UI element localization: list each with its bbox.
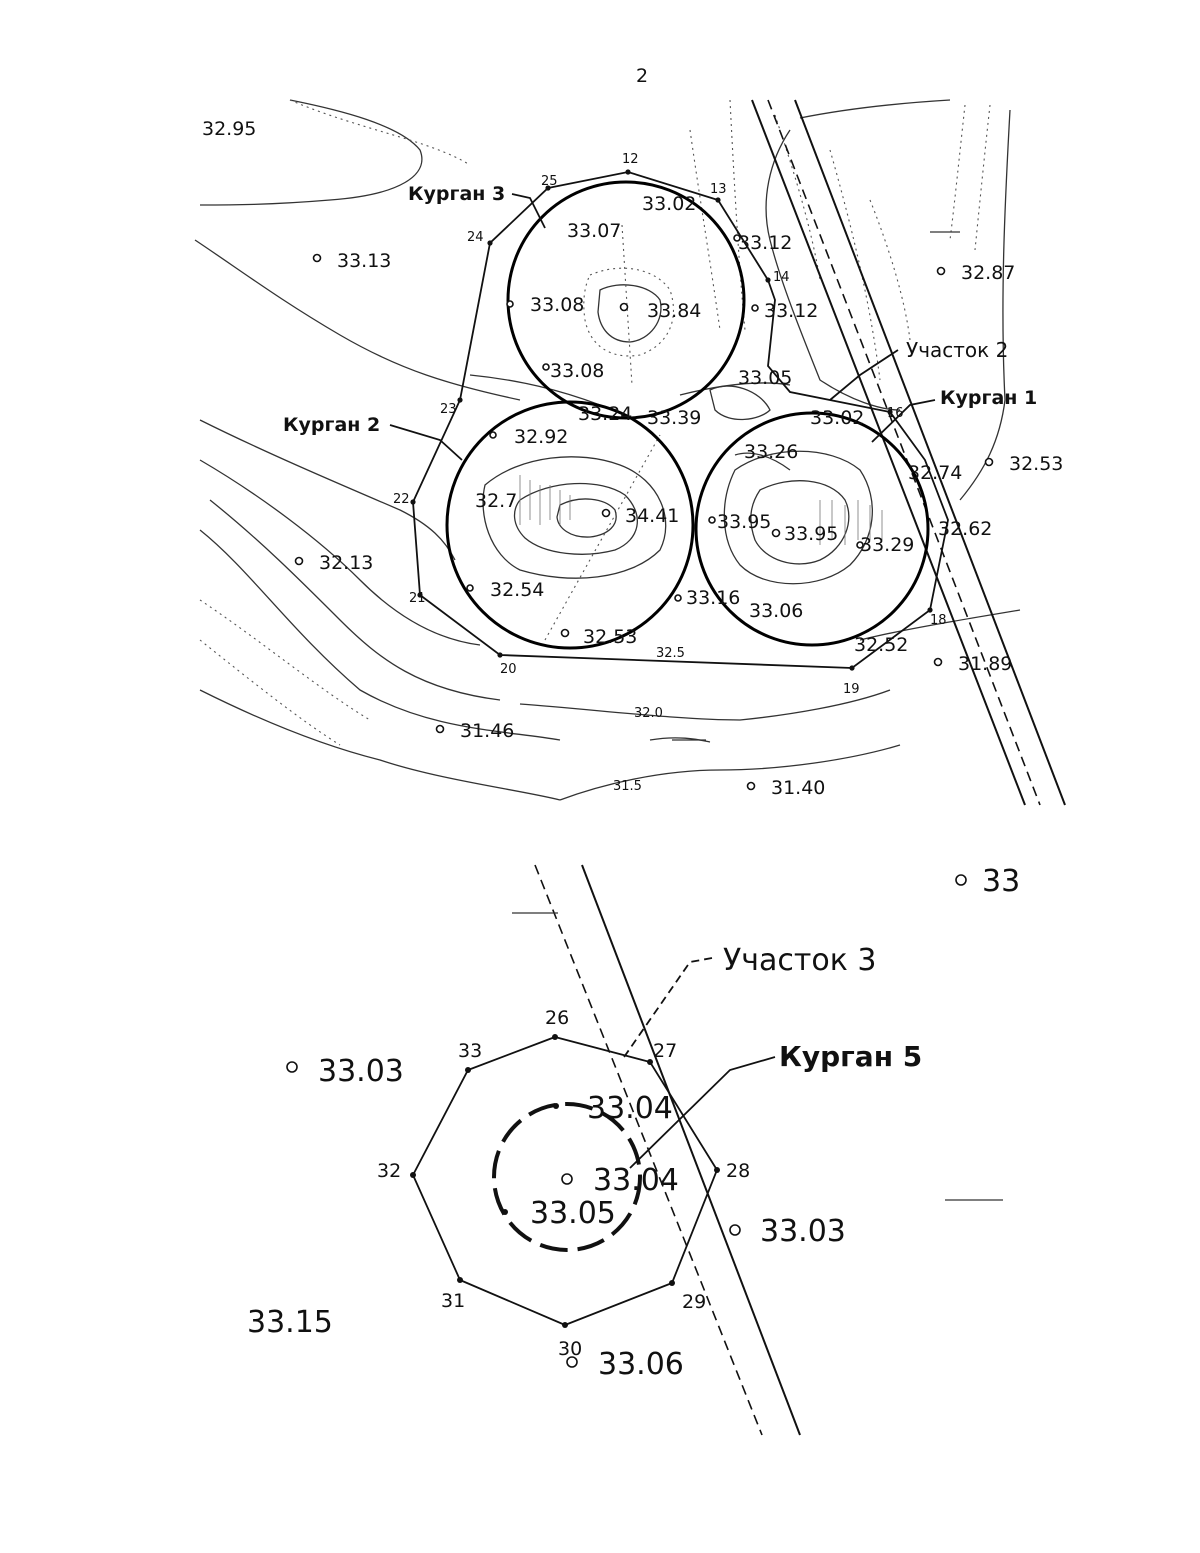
elevation-label: 32.92 xyxy=(514,426,568,448)
elevation-label: 33.05 xyxy=(738,367,792,389)
mound-axes xyxy=(544,224,661,641)
mound-1-label: Курган 1 xyxy=(940,387,1037,409)
point-number: 12 xyxy=(622,152,639,167)
point-number: 21 xyxy=(409,591,426,606)
elevation-label: 32.7 xyxy=(475,490,517,512)
elevation-label: 33.08 xyxy=(530,294,584,316)
top-map: 32.95 33.13 32.87 32.53 32.13 31.89 31.4… xyxy=(194,99,1066,806)
elevation-label: 33 xyxy=(982,864,1020,899)
point-number: 33 xyxy=(458,1040,482,1062)
elevation-label: 33.29 xyxy=(860,534,914,556)
elevation-label: 33.84 xyxy=(647,300,701,322)
elevation-label: 33.39 xyxy=(647,407,701,429)
mound-2-label: Курган 2 xyxy=(283,414,380,436)
elevation-label: 33.16 xyxy=(686,587,740,609)
elevation-label: 31.46 xyxy=(460,720,514,742)
page-number: 2 xyxy=(636,65,648,87)
elevation-label: 33.24 xyxy=(578,403,632,425)
bottom-map: 33.03 33.04 33.04 33.05 33.03 33.15 33.0… xyxy=(247,864,1020,1436)
elevation-markers xyxy=(294,234,994,791)
point-number: 30 xyxy=(558,1338,582,1360)
label-leaders-bottom xyxy=(621,957,776,1169)
point-number: 32 xyxy=(377,1160,401,1182)
elevation-markers-bottom xyxy=(286,874,967,1368)
elevation-label: 32.52 xyxy=(854,634,908,656)
elevation-label: 33.95 xyxy=(784,523,838,545)
label-leaders xyxy=(389,193,936,461)
elevation-label: 33.12 xyxy=(764,300,818,322)
elevation-label: 33.07 xyxy=(567,220,621,242)
elevation-label: 32.53 xyxy=(583,626,637,648)
elevation-label: 32.54 xyxy=(490,579,544,601)
elevation-label: 33.05 xyxy=(530,1196,616,1231)
mound-5-label: Курган 5 xyxy=(779,1040,922,1073)
elevation-label: 33.26 xyxy=(744,441,798,463)
elevation-label: 33.02 xyxy=(810,407,864,429)
elevation-label: 32.87 xyxy=(961,262,1015,284)
elevation-label: 33.02 xyxy=(642,193,696,215)
elevation-label: 33.03 xyxy=(760,1214,846,1249)
elevation-label: 33.04 xyxy=(593,1163,679,1198)
elevation-label: 33.08 xyxy=(550,360,604,382)
contour-label: 32.0 xyxy=(634,706,663,721)
point-number: 19 xyxy=(843,682,860,697)
point-number: 13 xyxy=(710,182,727,197)
elevation-label: 32.95 xyxy=(202,118,256,140)
elevation-label: 33.04 xyxy=(587,1091,673,1126)
mound-3-label: Курган 3 xyxy=(408,183,505,205)
point-number: 18 xyxy=(930,613,947,628)
boundary-vertices xyxy=(410,169,933,671)
elevation-label: 32.53 xyxy=(1009,453,1063,475)
elevation-label: 32.74 xyxy=(908,462,962,484)
point-number: 29 xyxy=(682,1291,706,1313)
road-strip xyxy=(751,99,1066,806)
elevation-label: 31.89 xyxy=(958,653,1012,675)
elevation-label: 32.13 xyxy=(319,552,373,574)
plot-3-label: Участок 3 xyxy=(723,943,876,978)
elevation-label: 33.06 xyxy=(749,600,803,622)
mound-5-circle xyxy=(492,1102,642,1252)
point-number: 28 xyxy=(726,1160,750,1182)
elevation-label: 33.95 xyxy=(717,511,771,533)
mound-inner-contours xyxy=(482,267,873,585)
boundary-vertices-bottom xyxy=(410,1034,720,1328)
elevation-label: 31.40 xyxy=(771,777,825,799)
site-boundary xyxy=(412,171,949,669)
plot-2-label: Участок 2 xyxy=(906,338,1008,362)
elevation-label: 33.12 xyxy=(738,232,792,254)
point-number: 14 xyxy=(773,270,790,285)
elevation-label: 33.06 xyxy=(598,1347,684,1382)
elevation-label: 34.41 xyxy=(625,505,679,527)
point-number: 26 xyxy=(545,1007,569,1029)
point-number: 25 xyxy=(541,174,558,189)
elevation-label: 33.03 xyxy=(318,1054,404,1089)
mound-3-circle xyxy=(506,180,746,420)
contour-label: 32.5 xyxy=(656,646,685,661)
point-number: 24 xyxy=(467,230,484,245)
point-number: 31 xyxy=(441,1290,465,1312)
mound-hatching xyxy=(519,475,883,545)
point-number: 20 xyxy=(500,662,517,677)
mound-1-circle xyxy=(694,411,930,647)
mound-2-circle xyxy=(445,400,695,650)
elevation-label: 32.62 xyxy=(938,518,992,540)
elevation-label: 33.15 xyxy=(247,1305,333,1340)
point-number: 23 xyxy=(440,402,457,417)
contour-label: 31.5 xyxy=(613,779,642,794)
point-number: 22 xyxy=(393,492,410,507)
point-number: 16 xyxy=(887,406,904,421)
point-number: 27 xyxy=(653,1040,677,1062)
elevation-label: 33.13 xyxy=(337,250,391,272)
